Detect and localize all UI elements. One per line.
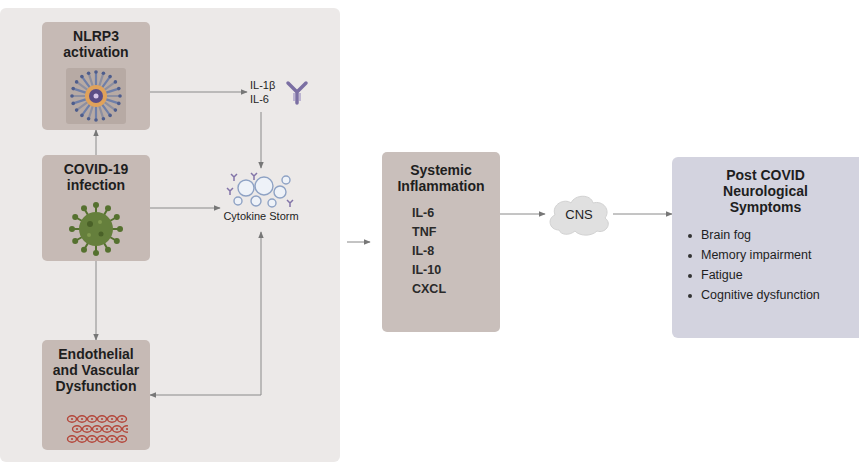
bullet-dot <box>688 254 692 258</box>
box-title: COVID-19 infection <box>48 161 144 193</box>
bullet-row: Cognitive dysfunction <box>688 287 853 304</box>
node-label: Cytokine Storm <box>223 210 298 223</box>
connector-arrow <box>613 214 672 215</box>
box-title: Systemic Inflammation <box>390 162 492 194</box>
bullet-row: Memory impairment <box>688 247 853 264</box>
bullet-row: Fatigue <box>688 267 853 284</box>
box-title: NLRP3 activation <box>48 28 144 60</box>
symptom-item: Cognitive dysfunction <box>701 287 820 304</box>
symptom-item: Brain fog <box>701 227 751 244</box>
cytokine-storm-icon <box>226 168 296 210</box>
bullet-row: Brain fog <box>688 227 853 244</box>
connector-arrow <box>96 261 97 340</box>
flow-arrow <box>347 242 370 243</box>
symptom-item: Memory impairment <box>701 247 811 264</box>
cytokine-item: CXCL <box>390 280 492 299</box>
antibody-icon <box>284 79 310 105</box>
cytokine-node: Cytokine Storm <box>220 168 302 230</box>
connector-arrow <box>261 112 262 168</box>
process-box: NLRP3 activation <box>42 22 150 130</box>
connector-arrow <box>150 232 261 395</box>
process-box: COVID-19 infection <box>42 155 150 261</box>
node-label: CNS <box>565 207 592 222</box>
process-box: Systemic InflammationIL-6TNFIL-8IL-10CXC… <box>382 152 500 332</box>
virus-icon <box>64 201 128 257</box>
cytokine-name: IL-1β IL-6 <box>250 78 284 106</box>
symptom-item: Fatigue <box>701 267 743 284</box>
symptom-box: Post COVID Neurological SymptomsBrain fo… <box>672 157 859 338</box>
cytokine-item: IL-8 <box>390 242 492 261</box>
vessel-icon <box>64 412 128 446</box>
connector-arrow <box>150 208 220 209</box>
bullet-dot <box>688 294 692 298</box>
cytokine-label: IL-1β IL-6 <box>250 74 320 110</box>
process-box: Endothelial and Vascular Dysfunction <box>42 340 150 450</box>
bullet-dot <box>688 234 692 238</box>
connector-arrow <box>500 214 545 215</box>
box-title: Endothelial and Vascular Dysfunction <box>48 346 144 394</box>
cytokine-item: TNF <box>390 223 492 242</box>
cns-cloud: CNS <box>545 190 613 238</box>
connector-arrow <box>96 130 97 155</box>
cytokine-item: IL-10 <box>390 261 492 280</box>
box-title: Post COVID Neurological Symptoms <box>706 167 826 215</box>
connector-arrow <box>150 92 247 93</box>
bullet-dot <box>688 274 692 278</box>
cytokine-item: IL-6 <box>390 204 492 223</box>
inflammasome-icon <box>64 66 128 126</box>
